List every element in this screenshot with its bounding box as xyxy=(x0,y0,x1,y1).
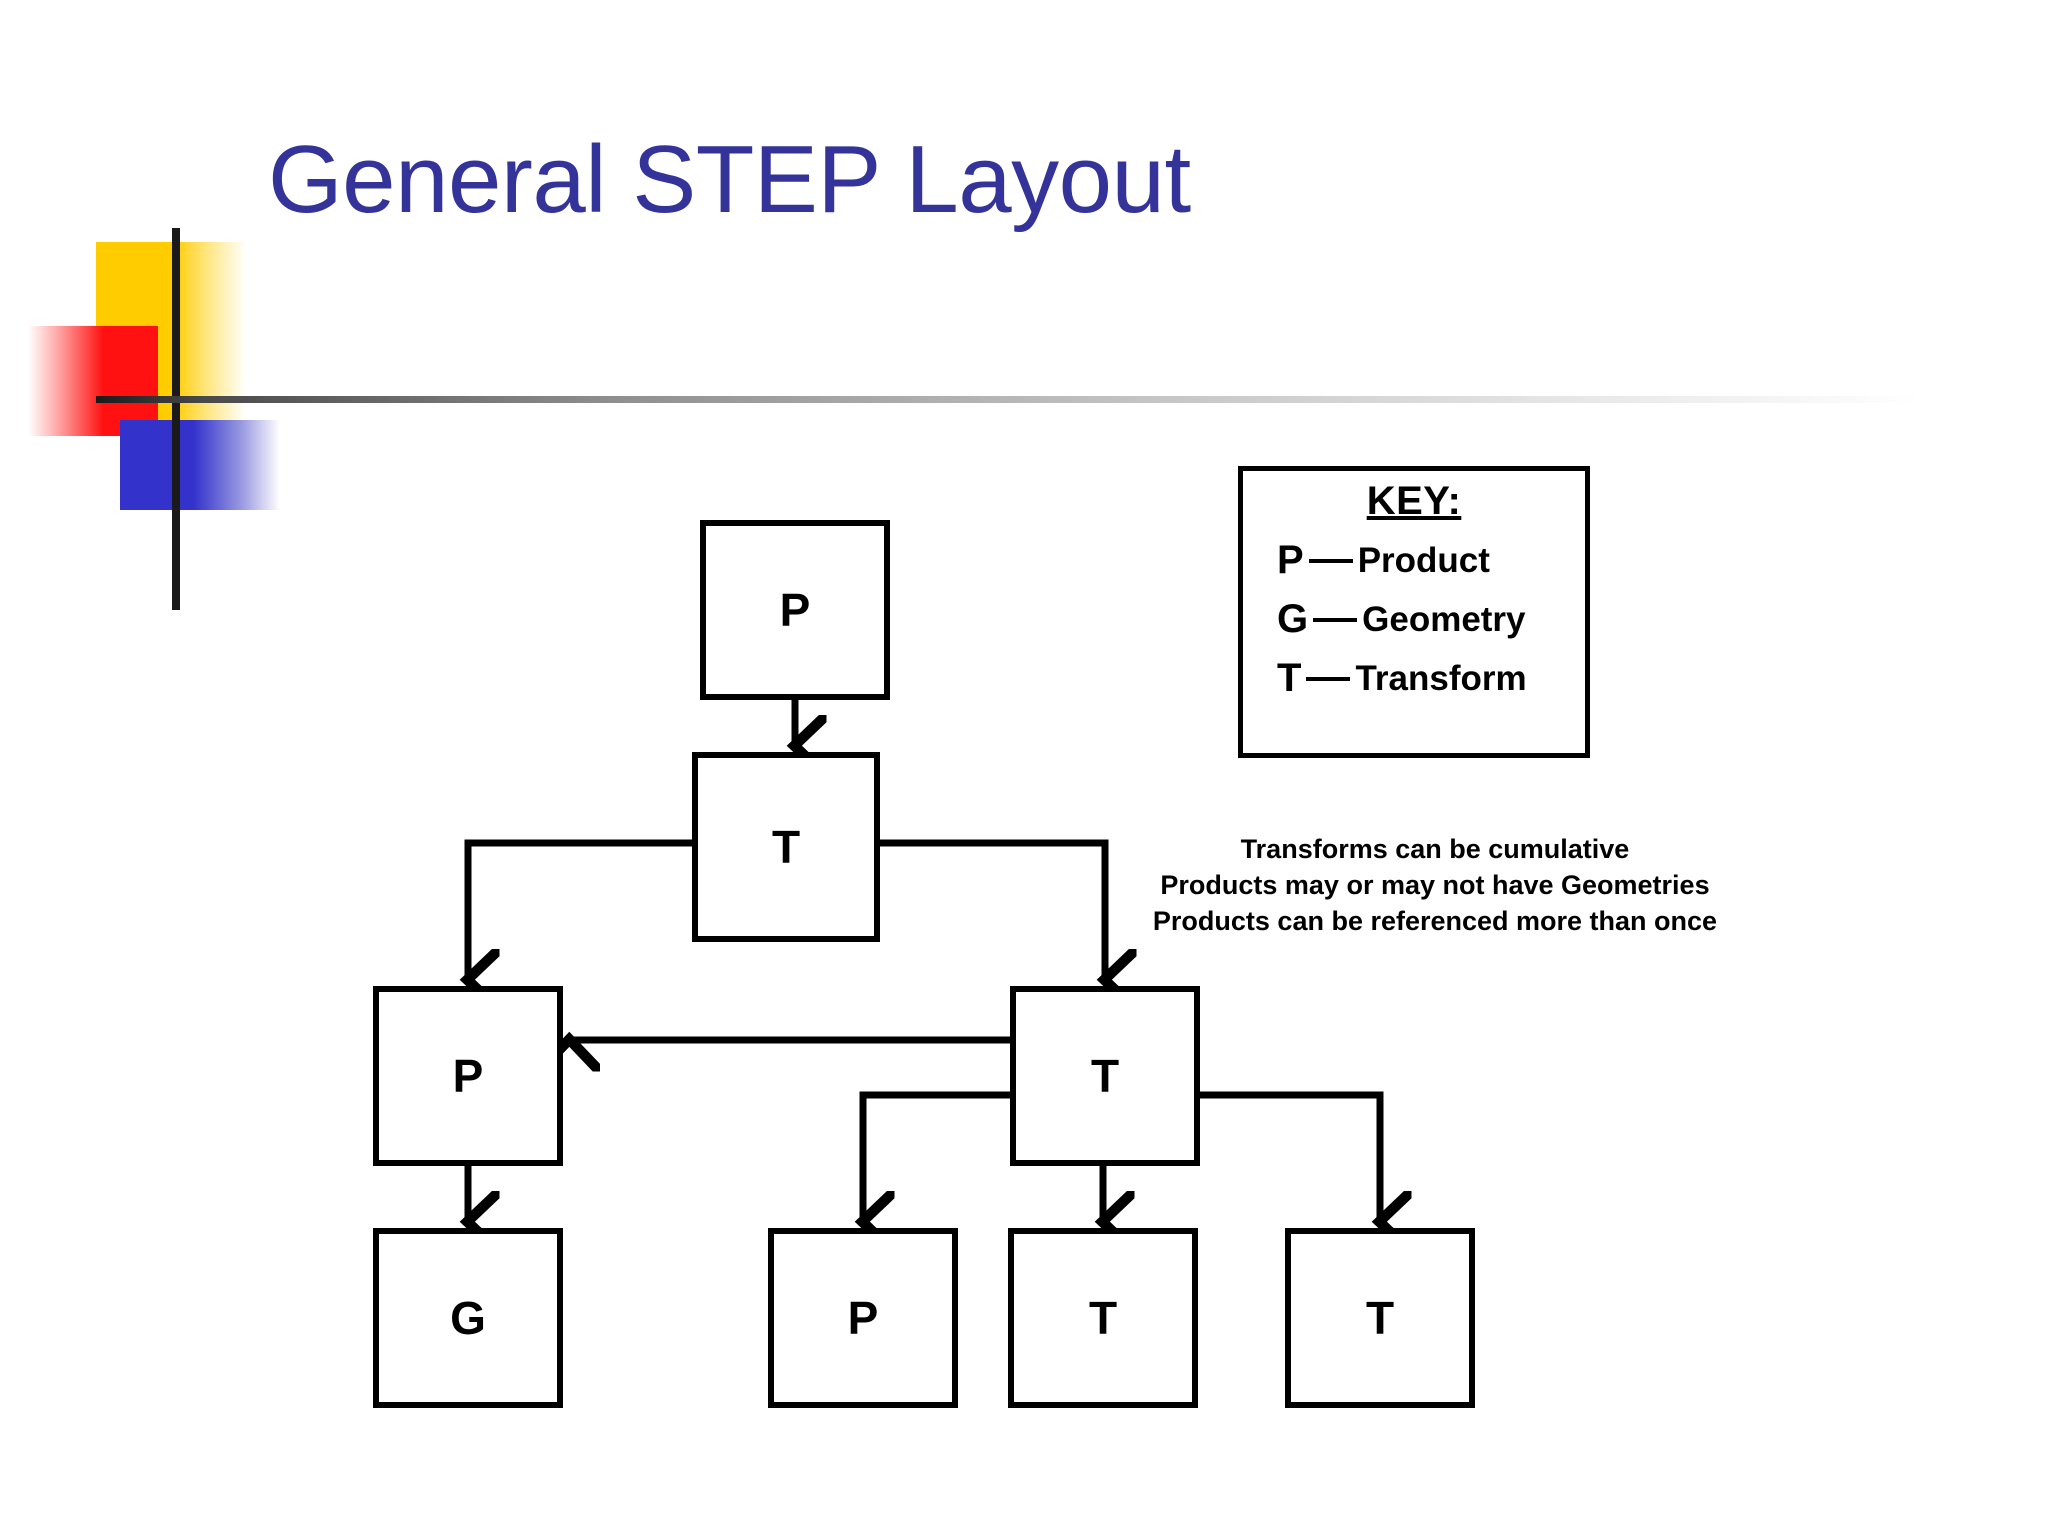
key-dash-icon xyxy=(1306,676,1351,681)
node-p-root[interactable]: P xyxy=(700,520,890,700)
note-line-1: Transforms can be cumulative xyxy=(1240,834,1630,864)
key-symbol-t: T xyxy=(1277,656,1302,700)
key-entry-product: P Product xyxy=(1243,538,1585,583)
diagram-notes: Transforms can be cumulative Products ma… xyxy=(1125,832,1745,940)
key-symbol-g: G xyxy=(1277,597,1309,641)
key-label-geometry: Geometry xyxy=(1362,599,1526,639)
red-square-icon xyxy=(28,326,158,436)
key-legend-title: KEY: xyxy=(1366,479,1462,523)
key-entry-geometry: G Geometry xyxy=(1243,597,1585,642)
node-t-leaf-2[interactable]: T xyxy=(1285,1228,1475,1408)
key-entry-transform: T Transform xyxy=(1243,656,1585,701)
key-symbol-p: P xyxy=(1277,538,1304,582)
node-g-leaf[interactable]: G xyxy=(373,1228,563,1408)
edge-t-level1-to-t-right xyxy=(880,839,1105,979)
note-line-3: Products can be referenced more than onc… xyxy=(1152,905,1718,936)
page-title: General STEP Layout xyxy=(268,126,1191,233)
node-t-right[interactable]: T xyxy=(1010,986,1200,1166)
horizontal-rule xyxy=(96,396,1920,403)
edge-t-level1-to-p-left xyxy=(468,839,692,979)
blue-square-icon xyxy=(120,420,280,510)
key-label-transform: Transform xyxy=(1355,658,1527,698)
key-dash-icon xyxy=(1313,617,1358,622)
key-label-product: Product xyxy=(1357,540,1490,580)
note-line-2: Products may or may not have Geometries xyxy=(1160,869,1710,900)
node-t-leaf-1[interactable]: T xyxy=(1008,1228,1198,1408)
node-p-leaf[interactable]: P xyxy=(768,1228,958,1408)
edge-t-right-to-t-leaf-2 xyxy=(1200,1091,1380,1221)
key-legend-box: KEY: P Product G Geometry T Transform xyxy=(1238,466,1590,758)
edge-t-right-to-p-leaf xyxy=(863,1091,1010,1221)
key-dash-icon xyxy=(1308,558,1353,563)
slide-corner-decoration xyxy=(0,140,320,610)
node-t-level1[interactable]: T xyxy=(692,752,880,942)
vertical-rule xyxy=(172,228,180,610)
node-p-left[interactable]: P xyxy=(373,986,563,1166)
